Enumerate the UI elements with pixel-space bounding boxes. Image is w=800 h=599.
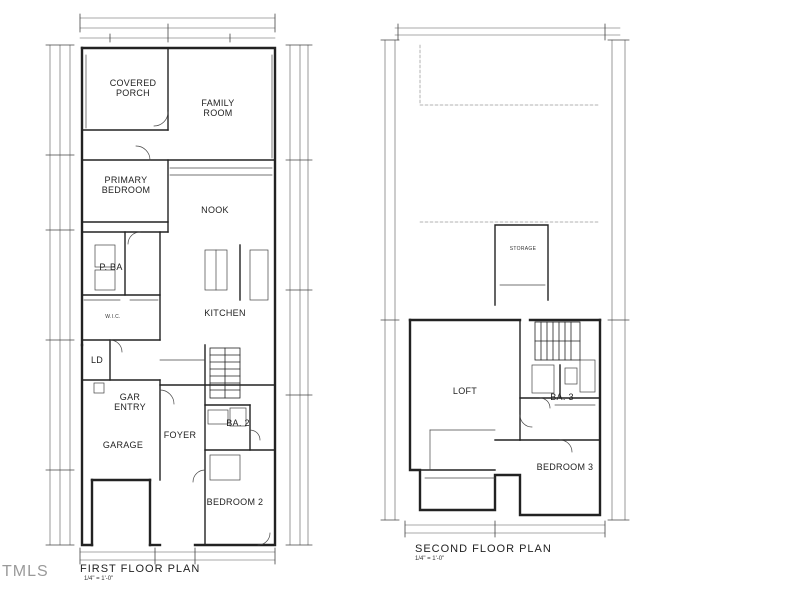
loft-label: LOFT: [452, 386, 478, 396]
second-floor-scale: 1/4" = 1'-0": [415, 556, 445, 562]
storage-label: STORAGE: [509, 246, 537, 252]
garage-label: GARAGE: [102, 440, 144, 450]
second-floor-plan: [380, 23, 630, 538]
walk-in-closet-label: W.I.C.: [105, 314, 121, 320]
bath-2-label: BA. 2: [226, 418, 250, 428]
foyer-label: FOYER: [163, 430, 197, 440]
laundry-label: LD: [90, 355, 104, 365]
bedroom-2-label: BEDROOM 2: [206, 497, 264, 507]
bath-3-label: BA. 3: [550, 392, 574, 402]
first-floor-plan: [45, 13, 313, 565]
kitchen-label: KITCHEN: [204, 308, 246, 318]
tmls-watermark: TMLS: [2, 563, 49, 580]
bedroom-3-label: BEDROOM 3: [536, 462, 594, 472]
family-room-label: FAMILY ROOM: [201, 98, 235, 118]
garage-entry-label: GAR ENTRY: [114, 392, 146, 412]
second-floor-plan-title: SECOND FLOOR PLAN: [415, 543, 552, 555]
first-floor-scale: 1/4" = 1'-0": [84, 576, 114, 582]
primary-bedroom-label: PRIMARY BEDROOM: [101, 175, 151, 195]
first-floor-plan-title: FIRST FLOOR PLAN: [80, 563, 201, 575]
nook-label: NOOK: [201, 205, 229, 215]
covered-porch-label: COVERED PORCH: [109, 78, 157, 98]
primary-bath-label: P. BA: [99, 262, 123, 272]
